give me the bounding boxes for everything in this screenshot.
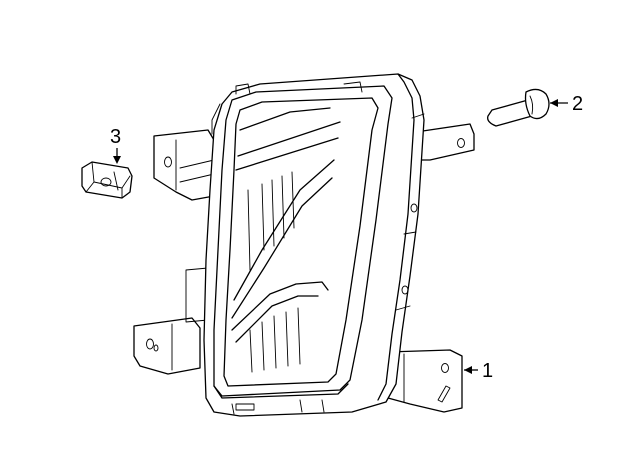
clip-nut [81, 161, 133, 199]
callout-2: 2 [550, 93, 583, 115]
callout-3: 3 [110, 126, 121, 164]
callout-1-label: 1 [482, 360, 493, 382]
bolt [487, 88, 550, 127]
callout-1: 1 [464, 360, 493, 382]
callout-2-label: 2 [572, 93, 583, 115]
callout-3-label: 3 [110, 126, 121, 148]
fog-lamp-assembly [133, 73, 475, 417]
